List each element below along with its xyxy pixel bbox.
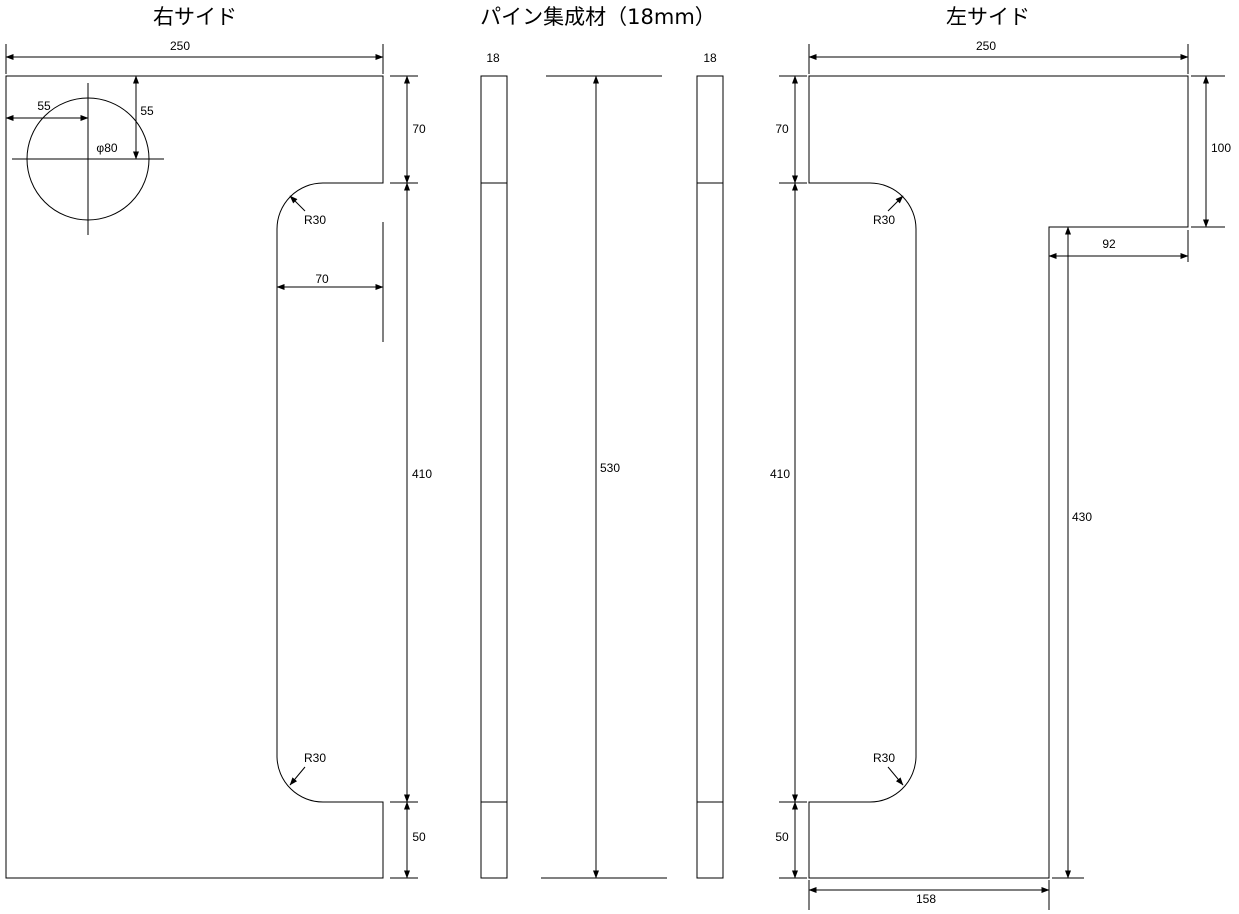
pine-board-section: 18 18 530 <box>480 51 724 879</box>
dim-bottom-width-label: 158 <box>916 892 936 906</box>
board-right-thickness-label: 18 <box>703 51 717 65</box>
board-left-strip <box>480 75 508 879</box>
dim-notch-height-label: 410 <box>770 467 790 481</box>
dim-bottom-label: 50 <box>412 830 426 844</box>
right-side-panel: φ80 250 55 55 70 410 50 70 R30 R30 <box>5 39 432 879</box>
left-side-panel: 250 70 410 50 100 92 430 158 R30 <box>770 39 1231 910</box>
radius-leader-bottom <box>289 766 306 786</box>
title-pine-board: パイン集成材（18mm） <box>480 5 716 29</box>
hole-diameter-label: φ80 <box>96 141 117 155</box>
dim-hole-y-label: 55 <box>140 104 154 118</box>
left-side-outline <box>808 75 1189 879</box>
title-right-side: 右サイド <box>153 5 237 29</box>
right-side-outline <box>5 75 384 879</box>
title-left-side: 左サイド <box>946 5 1030 29</box>
dim-board-height-label: 530 <box>600 461 620 475</box>
dim-width-label: 250 <box>170 39 190 53</box>
radius-bottom-label: R30 <box>873 751 895 765</box>
dim-bottom-label: 50 <box>775 830 789 844</box>
dim-step-width-label: 92 <box>1102 237 1116 251</box>
radius-leader-bottom <box>887 766 904 786</box>
radius-bottom-label: R30 <box>304 751 326 765</box>
radius-top-label: R30 <box>873 213 895 227</box>
dim-top-label: 70 <box>412 122 426 136</box>
dim-width-label: 250 <box>976 39 996 53</box>
dim-lower-height-label: 430 <box>1072 510 1092 524</box>
board-right-strip <box>696 75 724 879</box>
radius-leader-top <box>887 195 904 212</box>
radius-top-label: R30 <box>304 213 326 227</box>
radius-leader-top <box>289 195 306 212</box>
dim-notch-depth-label: 70 <box>315 272 329 286</box>
board-left-thickness-label: 18 <box>486 51 500 65</box>
dim-notch-height-label: 410 <box>412 467 432 481</box>
dim-hole-x-label: 55 <box>37 99 51 113</box>
dim-step-height-label: 100 <box>1211 141 1231 155</box>
dim-top-label: 70 <box>775 122 789 136</box>
